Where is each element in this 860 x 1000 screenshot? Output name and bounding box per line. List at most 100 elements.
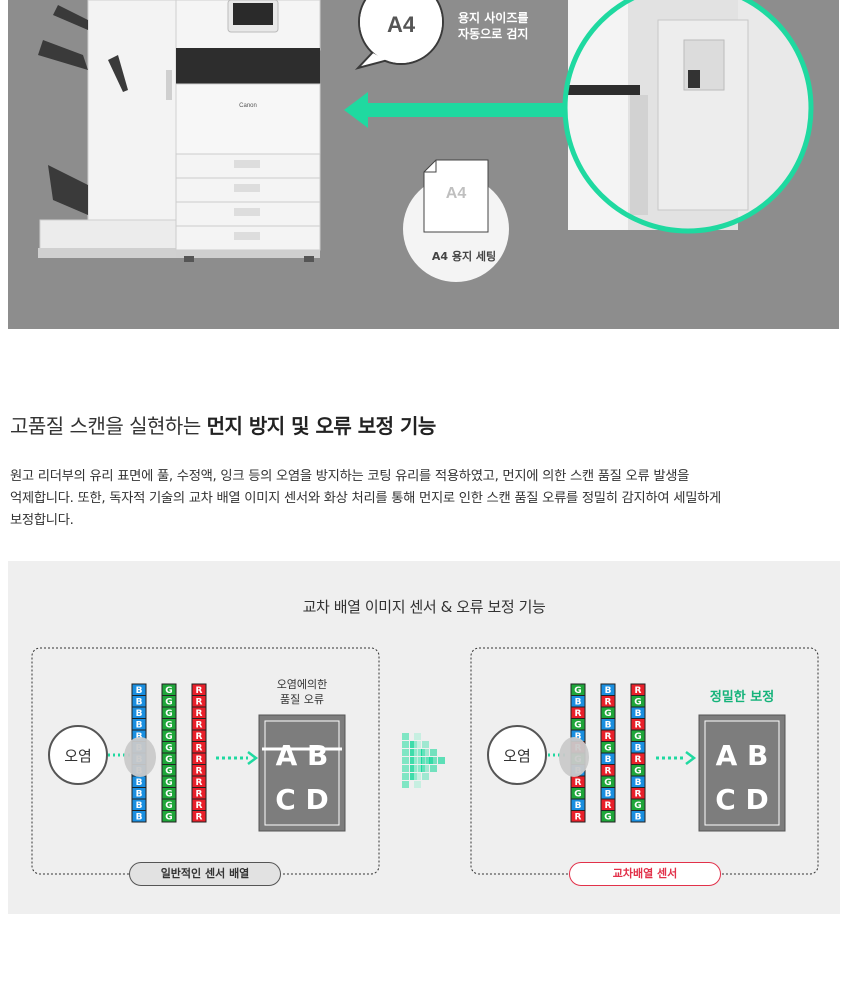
correction-label: 정밀한 보정 <box>709 690 775 705</box>
sensor-cell <box>630 810 646 823</box>
left-output-letters-top: A B <box>276 739 329 772</box>
bubble-badge: A4 <box>387 12 416 37</box>
chevron-cell <box>418 757 425 764</box>
sensor-cell-letter: R <box>575 709 582 719</box>
chevron-cell <box>410 741 417 748</box>
left-output-box <box>258 714 346 832</box>
right-contamination-circle <box>487 725 547 785</box>
sensor-cell-letter: R <box>196 698 203 708</box>
sensor-cell-letter: R <box>196 732 203 742</box>
right-sensor-array: GBRGBRGBRGBRBRGBRGBRGBRGRGBRGBRGBRGB <box>570 683 646 823</box>
chevron-cell <box>418 765 425 772</box>
sensor-cell-letter: G <box>165 767 172 777</box>
chevron-cell <box>410 765 417 772</box>
description-line: 보정합니다. <box>10 513 74 528</box>
description-line: 억제합니다. 또한, 독자적 기술의 교차 배열 이미지 센서와 화상 처리를 … <box>10 491 721 506</box>
sensor-cell <box>161 810 177 823</box>
sensor-cell-letter: B <box>635 813 642 823</box>
sensor-cell-letter: R <box>196 801 203 811</box>
chevron-cell <box>410 773 417 780</box>
sensor-cell-letter: R <box>196 744 203 754</box>
sensor-cell-letter: B <box>136 790 143 800</box>
cross-array-sensor-pill: 교차배열 센서 <box>569 862 721 886</box>
sensor-cell-letter: G <box>165 732 172 742</box>
sensor-cell-letter: G <box>165 698 172 708</box>
error-label-line2: 품질 오류 <box>280 693 324 706</box>
chevron-cell <box>414 757 421 764</box>
printer-body: Canon <box>175 0 321 262</box>
chevron-cell <box>430 749 437 756</box>
sensor-cell-letter: G <box>165 686 172 696</box>
right-output-box <box>698 714 786 832</box>
sensor-cell-letter: B <box>605 790 612 800</box>
chevron-cell <box>414 781 421 788</box>
sensor-cell <box>191 810 207 823</box>
sensor-cell-letter: G <box>574 721 581 731</box>
sensor-cell-letter: B <box>136 709 143 719</box>
size-detect-line1: 용지 사이즈를 <box>458 11 529 25</box>
chevron-cell <box>402 749 409 756</box>
sensor-cell-letter: B <box>136 732 143 742</box>
sensor-cell-letter: G <box>634 801 641 811</box>
description-line: 원고 리더부의 유리 표면에 풀, 수정액, 잉크 등의 오염을 방지하는 코팅… <box>10 469 690 484</box>
chevron-cell <box>414 765 421 772</box>
chevron-cell <box>430 757 437 764</box>
chevron-cell <box>402 733 409 740</box>
sensor-cell-letter: G <box>634 698 641 708</box>
sensor-cell-letter: R <box>196 778 203 788</box>
sensor-cell-letter: G <box>604 709 611 719</box>
sensor-cell-letter: B <box>605 686 612 696</box>
sensor-cell-letter: B <box>635 778 642 788</box>
zoom-circle <box>562 0 814 234</box>
sensor-cell-letter: R <box>605 698 612 708</box>
transition-chevron-icon <box>402 733 445 788</box>
sensor-cell-letter: R <box>575 778 582 788</box>
right-contamination-label: 오염 <box>503 747 531 765</box>
sensor-cell <box>600 810 616 823</box>
chevron-cell <box>414 733 421 740</box>
chevron-cell <box>430 765 437 772</box>
sensor-cell-letter: G <box>634 732 641 742</box>
chevron-cell <box>402 773 409 780</box>
sensor-cell-letter: G <box>604 744 611 754</box>
size-detect-caption: 용지 사이즈를 자동으로 검지 <box>458 10 528 42</box>
sensor-cell-letter: R <box>605 767 612 777</box>
conventional-sensor-pill: 일반적인 센서 배열 <box>129 862 281 886</box>
sensor-cell-letter: G <box>165 721 172 731</box>
sensor-cell-letter: R <box>605 801 612 811</box>
chevron-cell <box>426 757 433 764</box>
detect-arrow <box>344 92 574 128</box>
sensor-cell-letter: B <box>136 698 143 708</box>
sensor-cell-letter: B <box>605 755 612 765</box>
right-output-letters-bottom: C D <box>715 783 769 816</box>
sensor-cell <box>570 810 586 823</box>
sensor-cell-letter: R <box>196 813 203 823</box>
sensor-cell-letter: B <box>575 732 582 742</box>
sensor-cell-letter: B <box>635 744 642 754</box>
sensor-cell-letter: R <box>605 732 612 742</box>
sensor-cell-letter: G <box>634 767 641 777</box>
printer-illustration: Canon A4 <box>38 0 814 282</box>
left-output-letters-bottom: C D <box>275 783 329 816</box>
sensor-cell-letter: G <box>165 813 172 823</box>
right-output-letters-top: A B <box>716 739 769 772</box>
sensor-diagram-graphic: 오염 BBBBBBBBBBBBGGGGGGGGGGGGRRRRRRRRRRRR … <box>31 647 819 875</box>
chevron-cell <box>422 757 429 764</box>
right-dust-cloud <box>559 737 589 777</box>
chevron-cell <box>414 749 421 756</box>
sensor-cell-letter: G <box>604 778 611 788</box>
sensor-cell-letter: G <box>165 778 172 788</box>
chevron-cell <box>422 741 429 748</box>
chevron-cell <box>402 781 409 788</box>
left-output-arrowhead <box>247 751 259 765</box>
chevron-cell <box>414 741 421 748</box>
brand-mark: Canon <box>239 103 257 109</box>
sensor-cell-letter: R <box>196 767 203 777</box>
chevron-cell <box>410 757 417 764</box>
chevron-cell <box>414 773 421 780</box>
sensor-cell-letter: B <box>136 686 143 696</box>
chevron-cell <box>402 765 409 772</box>
right-output-arrowhead <box>685 751 697 765</box>
sensor-diagram: 교차 배열 이미지 센서 & 오류 보정 기능 오염 BBBBBBBBBBBBG… <box>8 561 840 914</box>
error-label-line1: 오염에의한 <box>276 678 328 691</box>
